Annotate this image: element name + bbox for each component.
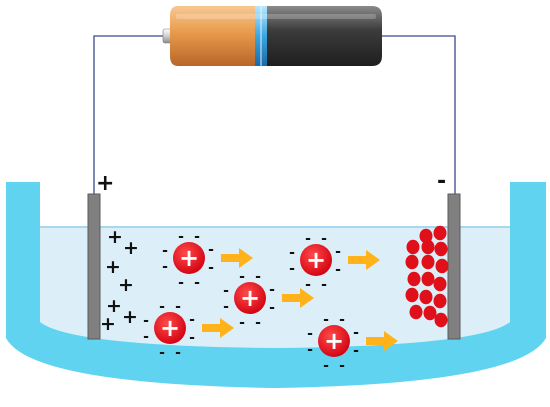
solution-plus-sign: + bbox=[123, 237, 139, 259]
negative-charge: - bbox=[175, 345, 181, 361]
deposit-particle bbox=[419, 228, 433, 244]
deposit-particle bbox=[433, 225, 447, 241]
solution-plus-sign: + bbox=[107, 226, 123, 248]
deposit-particle bbox=[434, 241, 448, 257]
deposit-particle bbox=[433, 276, 447, 292]
negative-charge: - bbox=[175, 299, 181, 315]
deposit-particle bbox=[423, 305, 437, 321]
negative-charge: - bbox=[162, 259, 168, 275]
deposit-particle bbox=[434, 312, 448, 328]
ion-particle: --------+ bbox=[143, 299, 234, 361]
electrolyte-liquid bbox=[40, 227, 510, 348]
negative-charge: - bbox=[194, 275, 200, 291]
negative-charge: - bbox=[159, 299, 165, 315]
arrow-right-icon bbox=[202, 318, 234, 338]
ion-plus-sign: + bbox=[324, 327, 344, 355]
negative-charge: - bbox=[307, 342, 313, 358]
cathode-deposit bbox=[405, 225, 449, 328]
negative-charge: - bbox=[335, 244, 341, 260]
negative-charge: - bbox=[223, 299, 229, 315]
ion-particle: --------+ bbox=[162, 229, 253, 291]
negative-charge: - bbox=[353, 343, 359, 359]
negative-charge: - bbox=[239, 315, 245, 331]
negative-charge: - bbox=[321, 277, 327, 293]
deposit-particle bbox=[421, 254, 435, 270]
positive-ion-icon bbox=[234, 282, 266, 314]
arrow-right-icon bbox=[282, 288, 314, 308]
arrow-right-icon bbox=[348, 250, 380, 270]
negative-charge: - bbox=[305, 277, 311, 293]
deposit-particle bbox=[405, 287, 419, 303]
deposit-particle bbox=[421, 239, 435, 255]
positive-ion-icon bbox=[173, 242, 205, 274]
negative-charge: - bbox=[269, 282, 275, 298]
negative-charge: - bbox=[178, 229, 184, 245]
negative-charge: - bbox=[353, 325, 359, 341]
tank-wall bbox=[6, 182, 546, 388]
positive-ion-icon bbox=[318, 325, 350, 357]
deposit-particle bbox=[405, 254, 419, 270]
arrow-right-icon bbox=[366, 331, 398, 351]
negative-charge: - bbox=[143, 313, 149, 329]
negative-charge: - bbox=[321, 231, 327, 247]
ion-plus-sign: + bbox=[179, 244, 199, 272]
negative-charge: - bbox=[189, 330, 195, 346]
ion-particle: --------+ bbox=[289, 231, 380, 293]
positive-ion-icon bbox=[154, 312, 186, 344]
negative-charge: - bbox=[339, 312, 345, 328]
negative-charge: - bbox=[289, 261, 295, 277]
tank bbox=[6, 182, 546, 388]
solution-plus-sign: + bbox=[105, 256, 121, 278]
negative-charge: - bbox=[339, 358, 345, 374]
ion-particles: --------+--------+--------+--------+----… bbox=[143, 229, 398, 374]
negative-charge: - bbox=[223, 283, 229, 299]
negative-charge: - bbox=[305, 231, 311, 247]
ion-plus-sign: + bbox=[160, 314, 180, 342]
ion-particle: --------+ bbox=[223, 269, 314, 331]
anode-sign: + bbox=[96, 171, 114, 196]
solution-plus-sign: + bbox=[100, 313, 116, 335]
ion-particle: --------+ bbox=[307, 312, 398, 374]
positive-ion-icon bbox=[300, 244, 332, 276]
negative-charge: - bbox=[335, 262, 341, 278]
negative-charge: - bbox=[178, 275, 184, 291]
negative-charge: - bbox=[255, 315, 261, 331]
anode-electrode bbox=[87, 193, 101, 340]
solution-plus-sign: + bbox=[122, 306, 138, 328]
wire-left bbox=[93, 35, 170, 196]
negative-charge: - bbox=[162, 243, 168, 259]
deposit-particle bbox=[419, 289, 433, 305]
ion-plus-sign: + bbox=[240, 284, 260, 312]
negative-charge: - bbox=[289, 245, 295, 261]
battery-icon bbox=[162, 6, 382, 66]
negative-charge: - bbox=[323, 358, 329, 374]
solution-plus-sign: + bbox=[106, 295, 122, 317]
negative-charge: - bbox=[239, 269, 245, 285]
ion-plus-sign: + bbox=[306, 246, 326, 274]
deposit-particle bbox=[435, 258, 449, 274]
wire-right bbox=[382, 35, 456, 196]
deposit-particle bbox=[406, 239, 420, 255]
negative-charge: - bbox=[143, 329, 149, 345]
negative-charge: - bbox=[323, 312, 329, 328]
deposit-particle bbox=[421, 271, 435, 287]
deposit-particle bbox=[409, 304, 423, 320]
negative-charge: - bbox=[189, 312, 195, 328]
cathode-sign: - bbox=[437, 169, 446, 194]
solution-plus-sign: + bbox=[118, 274, 134, 296]
solution-positive-charges: +++++++ bbox=[100, 226, 139, 335]
negative-charge: - bbox=[269, 300, 275, 316]
deposit-particle bbox=[433, 293, 447, 309]
negative-charge: - bbox=[208, 260, 214, 276]
negative-charge: - bbox=[194, 229, 200, 245]
negative-charge: - bbox=[307, 326, 313, 342]
cathode-electrode bbox=[447, 193, 461, 340]
deposit-particle bbox=[407, 271, 421, 287]
negative-charge: - bbox=[159, 345, 165, 361]
arrow-right-icon bbox=[221, 248, 253, 268]
negative-charge: - bbox=[255, 269, 261, 285]
negative-charge: - bbox=[208, 242, 214, 258]
